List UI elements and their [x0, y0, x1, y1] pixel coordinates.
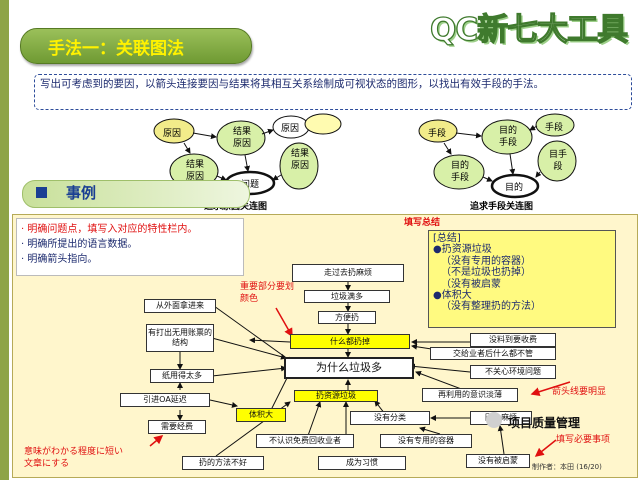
cause-box-b2: 垃圾满多	[304, 290, 390, 303]
cause-node-2-label: 结果原因	[232, 127, 251, 149]
section-title: 事例	[66, 184, 97, 202]
cause-box-b4: 什么都扔掉	[290, 334, 410, 349]
means-node-2-label: 目的手段	[498, 126, 517, 148]
summary-line-2: ●扔资源垃圾	[433, 244, 492, 256]
cause-box-b8: 再利用的意识淡薄	[422, 388, 518, 402]
means-node-3-label: 手段	[545, 123, 564, 133]
cause-node-5-label: 问题	[241, 180, 260, 190]
note-line-1: · 明确问题点，填写入对应的特性栏内。	[21, 224, 198, 235]
brand-title: QC新七大工具	[429, 11, 628, 48]
cause-node-7	[304, 113, 342, 135]
description-text: 写出可考虑到的要因，以箭头连接要因与结果将其相互关系绘制成可视状态的图形，以找出…	[40, 78, 544, 90]
cause-box-b7: 不关心环境问题	[470, 365, 556, 379]
means-node-6-label: 目的	[505, 183, 524, 193]
square-bullet-icon	[36, 187, 47, 198]
cause-box-b16: 扔的方法不好	[182, 456, 264, 470]
cause-node-6-label: 结果原因	[290, 149, 309, 171]
means-node-1-label: 手段	[428, 129, 447, 139]
watermark-text: 项目质量管理	[508, 416, 581, 430]
cause-node-6	[279, 142, 319, 190]
cause-node-4-label: 结果原因	[185, 160, 204, 182]
instruction-note: · 明确问题点，填写入对应的特性栏内。 · 明确所提出的语言数据。 · 明确箭头…	[16, 218, 244, 276]
means-node-6	[490, 173, 540, 199]
cause-box-b14: 没有被启蒙	[466, 454, 530, 468]
means-node-5-label: 目手段	[548, 150, 567, 172]
means-diagram-caption: 追求手段关连图	[470, 202, 534, 212]
arrow-note: 箭头线要明显	[552, 387, 607, 397]
cause-box-b3: 方便扔	[318, 311, 376, 324]
cause-box-b15: 成为习惯	[318, 456, 406, 470]
cause-box-b6: 交给业者后什么都不管	[430, 347, 556, 360]
wechat-logo-icon	[486, 412, 502, 428]
cause-box-b21: 有打出无用账票的结构	[146, 324, 214, 352]
means-node-1	[418, 119, 458, 143]
summary-line-6: ●体积大	[433, 290, 472, 302]
cause-diagram	[153, 113, 342, 196]
cause-node-2	[216, 120, 266, 156]
means-node-4-label: 目的手段	[450, 161, 469, 183]
summary-line-7: （没有整理扔的方法）	[441, 301, 541, 313]
cause-box-b20: 纸用得太多	[150, 369, 214, 383]
summary-line-3: （没有专用的容器）	[441, 255, 531, 267]
note-line-3: · 明确箭头指向。	[21, 254, 98, 265]
description-box	[34, 74, 632, 110]
means-node-4	[433, 154, 485, 190]
summary-line-5: （没有被启蒙	[441, 278, 501, 290]
cause-box-b22: 从外面拿进来	[144, 299, 216, 313]
cause-box-b18: 需要经费	[148, 420, 206, 434]
cause-box-b10: 没有分类	[350, 411, 430, 425]
cause-box-b19: 引进OA延迟	[120, 393, 210, 407]
cause-box-b1: 走过去扔麻烦	[292, 264, 404, 282]
left-accent-stripe	[0, 0, 9, 480]
means-node-3	[535, 113, 575, 137]
summary-line-4: （不是垃圾也扔掉）	[441, 267, 531, 279]
cause-node-1	[153, 118, 195, 144]
cause-node-3-label: 原因	[281, 124, 300, 134]
summary-line-1: [总结]	[433, 233, 461, 244]
cause-box-b12: 不认识免费回收业者	[256, 434, 354, 448]
cause-box-b17: 体积大	[236, 408, 286, 422]
footer-credit: 制作者：本田 (16/20)	[532, 463, 602, 471]
method-title: 手法一：关联图法	[48, 39, 184, 59]
cause-node-1-label: 原因	[163, 129, 182, 139]
central-problem-box: 为什么垃圾多	[284, 357, 414, 379]
cause-box-b13: 没有专用的容器	[380, 434, 472, 448]
note-line-2: · 明确所提出的语言数据。	[21, 239, 138, 250]
summary-box: [总结] ●扔资源垃圾 （没有专用的容器） （不是垃圾也扔掉） （没有被启蒙 ●…	[428, 230, 616, 328]
section-heading	[22, 180, 250, 208]
cause-box-b9: 扔资源垃圾	[294, 390, 378, 402]
method-banner	[20, 28, 252, 64]
key-part-note: 重要部分要划颜色	[240, 282, 295, 304]
means-node-5	[537, 140, 577, 182]
fill-summary-label: 填写总结	[404, 218, 441, 228]
cause-box-b5: 没料到要收费	[470, 333, 556, 347]
means-node-2	[481, 119, 533, 155]
bottom-note: 意味がわかる程度に短い文章にする	[24, 447, 124, 469]
required-items-label: 填写必要事项	[556, 435, 611, 445]
means-diagram	[418, 113, 577, 199]
